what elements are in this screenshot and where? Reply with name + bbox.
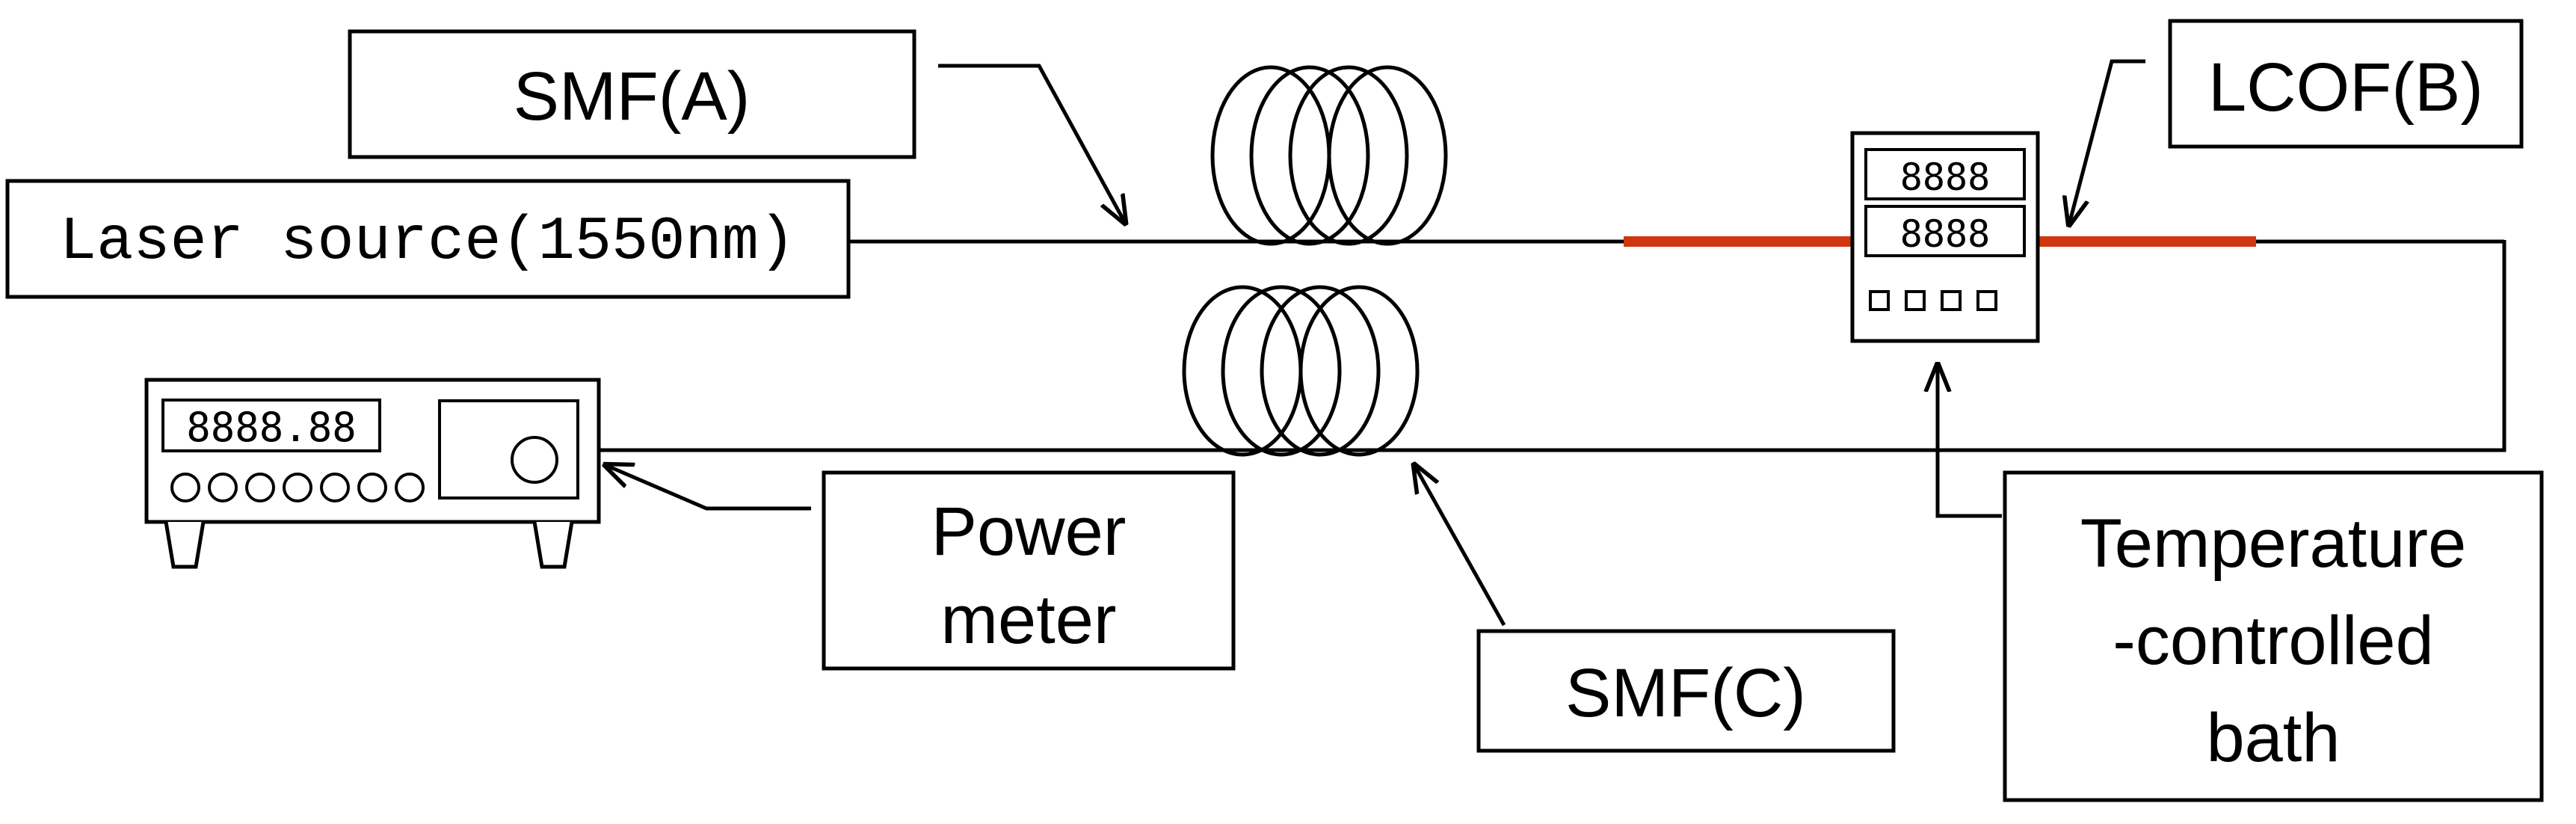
temperature-bath-device: 8888 8888 bbox=[1850, 131, 2040, 343]
temperature-bath-label: Temperature -controlled bath bbox=[2003, 470, 2544, 802]
power-meter-device: 8888.88 bbox=[144, 378, 601, 569]
laser-source-box: Laser source(1550nm) bbox=[5, 179, 851, 299]
power-meter-label-line2: meter bbox=[940, 582, 1116, 658]
meter-foot-left bbox=[164, 521, 206, 569]
smf-c-label: SMF(C) bbox=[1476, 629, 1896, 753]
lcof-b-pointer-arrow bbox=[2069, 59, 2145, 224]
smf-a-pointer-arrow bbox=[938, 64, 1125, 223]
meter-display: 8888.88 bbox=[186, 404, 357, 451]
bath-pointer-arrow bbox=[1938, 365, 2002, 518]
lcof-b-label: LCOF(B) bbox=[2168, 19, 2524, 149]
laser-source-label: Laser source(1550nm) bbox=[60, 207, 795, 277]
bath-button-4 bbox=[1976, 290, 1997, 311]
smf-a-coil-icon bbox=[1210, 65, 1448, 246]
bath-label-line2: -controlled bbox=[2113, 603, 2434, 679]
smf-c-pointer-arrow bbox=[1414, 465, 1506, 627]
bath-button-2 bbox=[1905, 290, 1926, 311]
smf-a-label: SMF(A) bbox=[348, 29, 916, 159]
smf-c-label-text: SMF(C) bbox=[1565, 655, 1806, 731]
smf-c-coil-icon bbox=[1182, 285, 1420, 457]
meter-foot-right bbox=[532, 521, 574, 569]
bath-label-line3: bath bbox=[2206, 700, 2340, 776]
smf-a-label-text: SMF(A) bbox=[514, 58, 751, 135]
meter-knob-icon bbox=[511, 436, 558, 484]
power-meter-label: Power meter bbox=[822, 470, 1236, 671]
bath-button-1 bbox=[1869, 290, 1890, 311]
bath-label-line1: Temperature bbox=[2080, 505, 2466, 582]
power-meter-label-line1: Power bbox=[931, 494, 1127, 570]
power-meter-pointer-arrow bbox=[606, 465, 811, 511]
lcof-b-label-text: LCOF(B) bbox=[2208, 49, 2483, 126]
bath-button-3 bbox=[1941, 290, 1962, 311]
bath-display-top: 8888 bbox=[1900, 156, 1990, 199]
bath-display-bottom: 8888 bbox=[1900, 212, 1990, 256]
